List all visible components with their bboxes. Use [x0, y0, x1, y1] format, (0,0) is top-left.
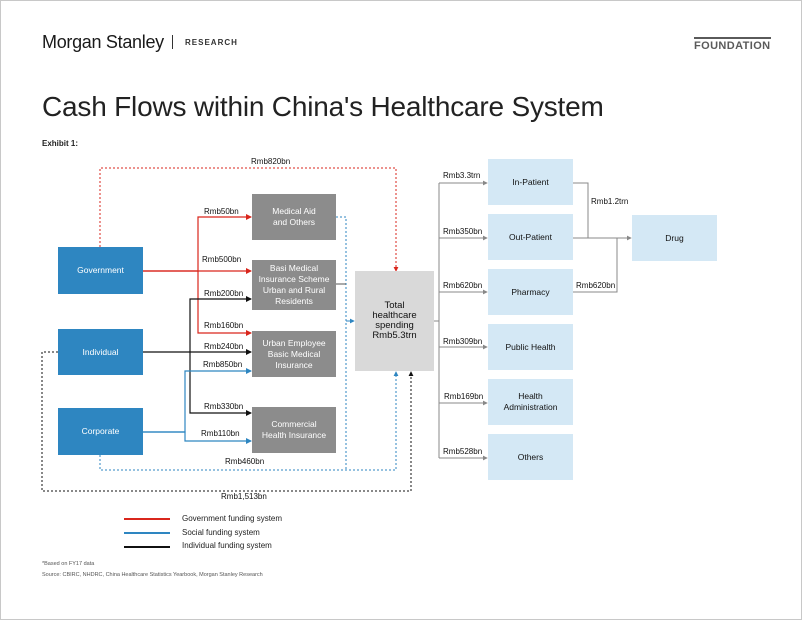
flow-label-corp-urban: Rmb850bn: [203, 360, 243, 369]
brand-logo: Morgan Stanley: [42, 32, 164, 52]
flow-label-drug: Rmb1.2trn: [591, 197, 629, 206]
flow-label-ind-commercial: Rmb330bn: [204, 402, 244, 411]
output-drug: Drug: [632, 215, 717, 261]
output-public-health: Public Health: [488, 324, 573, 370]
ind-to-commercial-connector: [189, 352, 252, 416]
flow-label-gov-basic: Rmb500bn: [202, 255, 242, 264]
legend-swatch-individual: [124, 546, 170, 548]
output-pharmacy: Pharmacy: [488, 269, 573, 315]
flow-label-others: Rmb528bn: [443, 447, 483, 456]
division-label: RESEARCH: [185, 38, 238, 47]
output-others: Others: [488, 434, 573, 480]
flow-label-ind-total: Rmb1,513bn: [221, 492, 267, 501]
source-corporate: Corporate: [58, 408, 143, 455]
total-to-outputs-bus: [434, 183, 440, 458]
intermediary-basic-scheme: Basi Medical Insurance Scheme Urban and …: [252, 260, 336, 310]
exhibit-label: Exhibit 1:: [42, 139, 79, 148]
output-health-admin: Health Administration: [488, 379, 573, 425]
flow-label-gov-urban: Rmb160bn: [204, 321, 244, 330]
intermediary-commercial: Commercial Health Insurance: [252, 407, 336, 453]
total-spending-box: Total healthcare spending Rmb5.3trn: [355, 271, 434, 371]
flow-label-gov-total: Rmb820bn: [251, 157, 291, 166]
output-out-patient: Out-Patient: [488, 214, 573, 260]
footnote-data-basis: *Based on FY17 data: [42, 561, 95, 567]
intermediary-urban-employee: Urban Employee Basic Medical Insurance: [252, 331, 336, 377]
source-government: Government: [58, 247, 143, 294]
source-individual: Individual: [58, 329, 143, 375]
footnote-source: Source: CBIRC, NHDRC, China Healthcare S…: [42, 572, 263, 578]
flow-label-corp-total: Rmb460bn: [225, 457, 265, 466]
output-in-patient: In-Patient: [488, 159, 573, 205]
legend-label-social: Social funding system: [182, 528, 260, 537]
corp-to-commercial-connector: [143, 431, 252, 444]
header-divider: [172, 35, 173, 49]
flow-label-out-patient: Rmb350bn: [443, 227, 483, 236]
gov-to-urban-connector: [197, 271, 252, 336]
in-out-to-drug-connector: [573, 182, 631, 238]
page-title: Cash Flows within China's Healthcare Sys…: [42, 91, 604, 122]
flow-label-corp-commercial: Rmb110bn: [201, 429, 240, 438]
flow-label-gov-medical-aid: Rmb50bn: [204, 207, 239, 216]
gov-to-total-connector: [99, 167, 399, 272]
legend-swatch-government: [124, 518, 170, 520]
ind-to-basic-connector: [189, 296, 252, 352]
flow-label-public-health: Rmb309bn: [443, 337, 483, 346]
flow-label-pharmacy: Rmb620bn: [443, 281, 483, 290]
flow-label-ind-basic: Rmb200bn: [204, 289, 244, 298]
corp-to-total-connector: [99, 371, 399, 471]
pharmacy-to-drug-connector: [573, 238, 618, 293]
legend-label-government: Government funding system: [182, 514, 283, 523]
intermediary-medical-aid: Medical Aid and Others: [252, 194, 336, 240]
flow-label-in-patient: Rmb3.3trn: [443, 171, 481, 180]
flow-label-ind-urban: Rmb240bn: [204, 342, 244, 351]
legend-swatch-social: [124, 532, 170, 534]
legend-label-individual: Individual funding system: [182, 541, 272, 550]
medical-aid-to-total-connector: [336, 216, 347, 471]
series-label: FOUNDATION: [694, 37, 771, 52]
flow-label-health-admin: Rmb169bn: [444, 392, 484, 401]
flow-label-pharmacy-drug: Rmb620bn: [576, 281, 616, 290]
